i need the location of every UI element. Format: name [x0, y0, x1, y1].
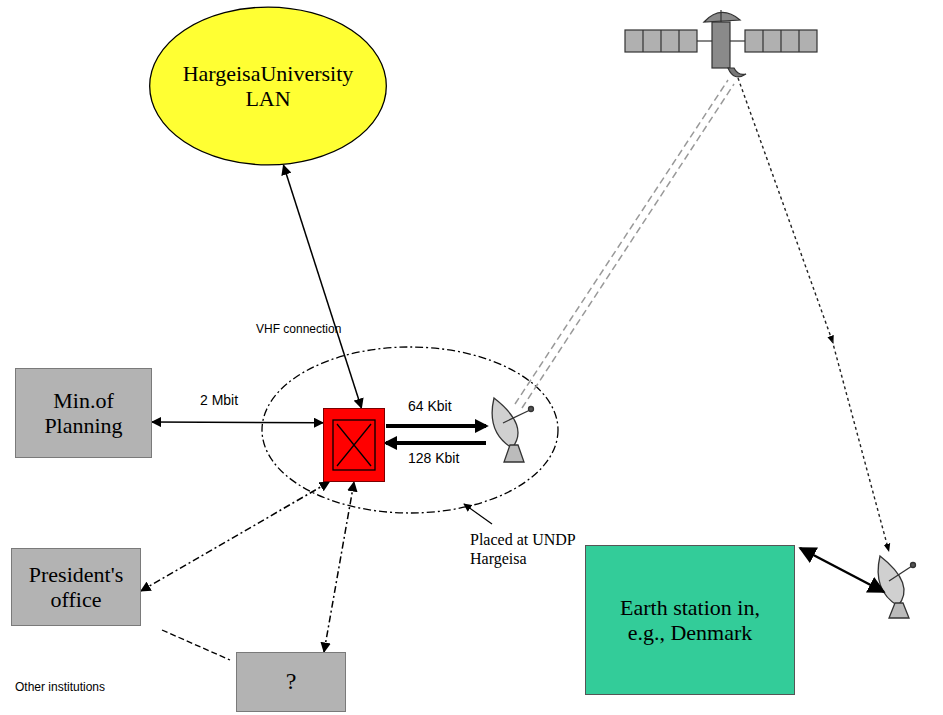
satellite: [704, 12, 740, 22]
satellite: [678, 30, 679, 52]
downlink-beam: [738, 78, 888, 548]
connector: [152, 421, 323, 423]
satellite: [625, 30, 697, 52]
callout-arrow: [464, 504, 492, 524]
satellite: [625, 10, 817, 77]
connector: [283, 165, 361, 408]
satellite: [697, 40, 712, 41]
satellite: [762, 30, 763, 52]
bandwidth-label: 2 Mbit: [198, 392, 240, 408]
node-text: ?: [286, 668, 297, 696]
satellite: [798, 30, 799, 52]
satellite: [780, 30, 781, 52]
node-text: Earth station in, e.g., Denmark: [603, 595, 778, 646]
ground-link: [800, 548, 884, 592]
satellite-dish: [911, 563, 916, 568]
satellite-dish: [504, 445, 524, 462]
node-text: Min.of Planning: [23, 388, 144, 439]
lan-ellipse: HargeisaUniversity LAN: [148, 6, 388, 166]
satellite: [712, 22, 730, 68]
node-text: HargeisaUniversity LAN: [168, 61, 368, 112]
satellite-dish: [492, 398, 533, 462]
satellite-dish: [889, 566, 912, 581]
downlink-beam: [832, 340, 888, 548]
downlink-beam: [738, 78, 832, 340]
switch-box: [323, 408, 385, 482]
node-text: President's office: [19, 562, 133, 613]
satellite-dish: [878, 556, 904, 606]
satellite-dish: [529, 407, 534, 412]
leader-line: [162, 630, 230, 660]
satellite: [660, 30, 661, 52]
satellite: [642, 30, 643, 52]
uplink-beam: [515, 80, 728, 404]
satellite-dish: [889, 603, 909, 618]
bitrate-label: 64 Kbit: [408, 398, 452, 415]
institution-box: President's office: [11, 548, 141, 626]
connector: [324, 482, 354, 652]
satellite: [745, 30, 817, 52]
bitrate-label: 128 Kbit: [408, 450, 459, 467]
satellite-dish: [503, 410, 530, 423]
satellite-dish: [492, 398, 518, 448]
group-label: Other institutions: [15, 680, 105, 694]
ellipse-outline: [150, 7, 387, 165]
uplink-beam: [515, 80, 734, 408]
satellite: [728, 68, 746, 77]
uplink-beam: [522, 84, 734, 408]
satellite: [720, 10, 721, 22]
callout-label: Placed at UNDP Hargeisa: [470, 530, 595, 568]
uplink-arrow: [386, 424, 486, 428]
unknown-institution-box: ?: [236, 652, 346, 712]
institution-box: Min.of Planning: [15, 368, 152, 458]
vhf-region: [262, 347, 558, 513]
satellite: [730, 40, 745, 41]
earth-station-box: Earth station in, e.g., Denmark: [585, 545, 795, 695]
satellite-dish: [878, 556, 915, 618]
link-label: VHF connection: [256, 322, 341, 336]
connector: [141, 482, 329, 591]
downlink-arrow: [386, 441, 486, 445]
